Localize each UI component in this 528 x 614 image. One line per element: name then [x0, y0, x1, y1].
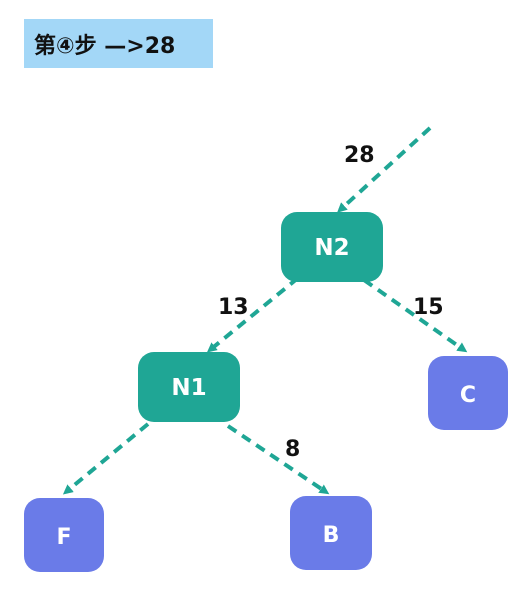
node-n2: N2 [281, 212, 383, 282]
edge-weight-root-in: 28 [344, 143, 375, 168]
edge-root-in [337, 126, 432, 213]
edge-weight-n2-c: 15 [413, 295, 444, 320]
edge-weight-n2-n1: 13 [218, 295, 249, 320]
node-f-label: F [56, 525, 71, 550]
step-title: 第④步 —>28 [24, 19, 213, 68]
edge-n2-c [362, 278, 468, 353]
edge-n2-n1 [206, 276, 300, 353]
node-f: F [24, 498, 104, 572]
node-c: C [428, 356, 508, 430]
node-n1-label: N1 [171, 375, 206, 401]
node-n2-label: N2 [314, 235, 349, 261]
node-c-label: C [460, 383, 476, 408]
node-b: B [290, 496, 372, 570]
edge-weight-n1-b: 8 [285, 437, 300, 462]
node-b-label: B [323, 523, 340, 548]
edge-n1-b [226, 424, 330, 495]
edge-n1-f [62, 422, 150, 495]
node-n1: N1 [138, 352, 240, 422]
